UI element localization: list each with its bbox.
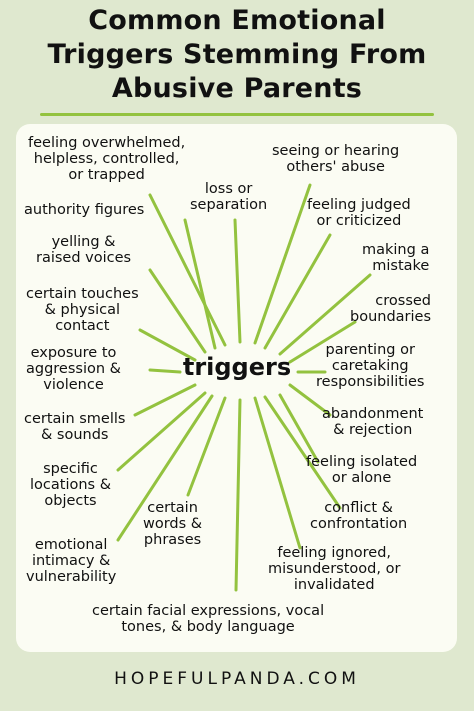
ray-intimacy: [116, 394, 214, 542]
trigger-smells: certain smells & sounds: [24, 411, 126, 443]
site-url: HOPEFULPANDA.COM: [114, 669, 360, 689]
trigger-ignored: feeling ignored, misunderstood, or inval…: [268, 545, 401, 593]
trigger-boundaries: crossed boundaries: [350, 293, 432, 325]
title-line-1: Common Emotional: [88, 5, 386, 36]
page-title: Common Emotional Triggers Stemming From …: [0, 4, 474, 106]
trigger-intimacy: emotional intimacy & vulnerability: [26, 537, 117, 585]
trigger-abandonment: abandonment & rejection: [322, 406, 424, 438]
trigger-aggression: exposure to aggression & violence: [26, 345, 121, 393]
triggers-center-label: triggers: [182, 353, 292, 381]
ray-judged: [263, 233, 332, 350]
trigger-loss-separation: loss or separation: [190, 181, 268, 213]
ray-yelling: [148, 268, 207, 354]
trigger-locations: specific locations & objects: [30, 461, 112, 509]
ray-aggression: [148, 368, 182, 374]
trigger-judged: feeling judged or criticized: [307, 197, 411, 229]
trigger-authority: authority figures: [24, 202, 145, 218]
ray-abandonment: [288, 383, 332, 417]
ray-isolated: [278, 393, 320, 464]
ray-authority: [183, 218, 217, 350]
trigger-facial: certain facial expressions, vocal tones,…: [92, 603, 325, 635]
ray-smells: [133, 383, 197, 417]
ray-ignored: [253, 396, 302, 550]
ray-overwhelmed: [148, 193, 227, 347]
trigger-others-abuse: seeing or hearing others' abuse: [272, 143, 400, 175]
ray-words: [186, 396, 227, 497]
trigger-isolated: feeling isolated or alone: [306, 454, 418, 486]
trigger-yelling: yelling & raised voices: [36, 234, 132, 266]
ray-touches: [138, 328, 197, 362]
title-underline: [40, 113, 434, 116]
ray-boundaries: [288, 320, 357, 364]
trigger-words: certain words & phrases: [143, 500, 203, 548]
trigger-overwhelmed: feeling overwhelmed, helpless, controlle…: [28, 135, 186, 183]
ray-loss: [233, 218, 242, 344]
title-line-3: Abusive Parents: [111, 73, 363, 104]
ray-conflict: [263, 395, 342, 510]
ray-facial: [234, 398, 242, 592]
trigger-conflict: conflict & confrontation: [310, 500, 408, 532]
trigger-touches: certain touches & physical contact: [26, 286, 139, 334]
trigger-parenting: parenting or caretaking responsibilities: [316, 342, 425, 390]
trigger-mistake: making a mistake: [362, 242, 430, 274]
title-line-2: Triggers Stemming From: [47, 39, 427, 70]
ray-mistake: [278, 273, 372, 356]
ray-others-abuse: [253, 183, 312, 345]
ray-locations: [116, 391, 207, 472]
